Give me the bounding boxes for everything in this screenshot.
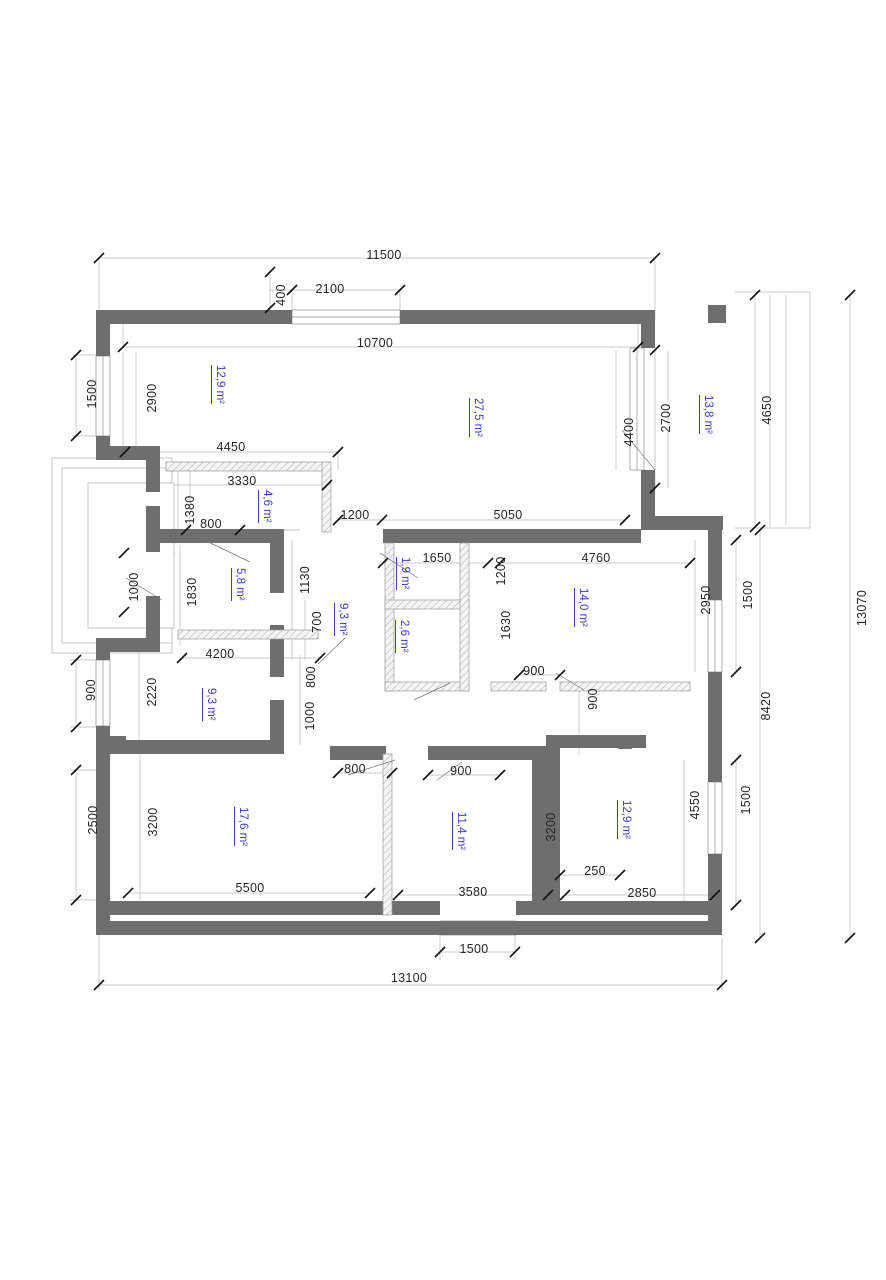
partition-walls — [165, 461, 691, 916]
dimension-label: 1830 — [185, 577, 199, 607]
door-leader-lines — [125, 429, 656, 781]
dimension-label: 800 — [304, 666, 318, 688]
room-area-label-great-room: 27,5 m² — [469, 398, 484, 437]
room-area-label-bedroom-small: 5,8 m² — [231, 568, 246, 601]
dimension-label: 4450 — [216, 440, 246, 454]
dimension-label: 1630 — [499, 610, 513, 640]
room-area-label-bedroom-se: 12,9 m² — [617, 800, 632, 839]
dimension-label: 1380 — [183, 495, 197, 525]
dimension-label: 1130 — [298, 565, 312, 595]
room-area-label-terrace: 13,8 m² — [699, 395, 714, 434]
dimension-label: 1000 — [303, 701, 317, 731]
dimension-label: 1500 — [741, 580, 755, 610]
dimension-label: 2220 — [145, 677, 159, 707]
dimension-label: 4650 — [760, 395, 774, 425]
dimension-label: 400 — [274, 284, 288, 306]
dimension-label: 2900 — [145, 383, 159, 413]
dimension-label: 900 — [84, 679, 98, 701]
dimension-label: 13070 — [855, 589, 869, 627]
dimension-label: 1200 — [340, 508, 370, 522]
dimension-label: 1200 — [494, 556, 508, 586]
dimension-label: 1500 — [739, 785, 753, 815]
dimension-label: 4760 — [581, 551, 611, 565]
dimension-label: 4400 — [622, 417, 636, 447]
dimension-label: 4200 — [205, 647, 235, 661]
room-area-label-hall-lower: 9,3 m² — [202, 688, 217, 721]
dimension-label: 4550 — [688, 790, 702, 820]
room-area-label-hall-upper: 9,3 m² — [334, 603, 349, 636]
dimension-label: 10700 — [356, 336, 394, 350]
room-area-label-wardrobe: 4,6 m² — [258, 490, 273, 523]
dimension-label: 700 — [310, 611, 324, 633]
room-area-label-bedroom-south: 11,4 m² — [452, 812, 467, 851]
dimension-label: 1000 — [127, 572, 141, 602]
room-area-label-bathroom: 2,6 m² — [395, 620, 410, 653]
room-area-label-bedroom-east: 14,0 m² — [574, 588, 589, 627]
dimension-label: 2700 — [659, 403, 673, 433]
dimension-label: 5500 — [235, 881, 265, 895]
dimension-label: 250 — [584, 864, 606, 878]
room-area-label-living-room: 17,6 m² — [234, 807, 249, 846]
dimension-lines — [70, 257, 851, 990]
room-area-label-wc: 1,9 m² — [396, 557, 411, 590]
dimension-label: 3200 — [146, 807, 160, 837]
window-openings — [95, 309, 723, 936]
dimension-label: 900 — [586, 688, 600, 710]
dimension-label: 2950 — [699, 585, 713, 615]
dimension-label: 3200 — [544, 812, 558, 842]
dimension-label: 3580 — [458, 885, 488, 899]
room-area-label-living-kitchen: 12,9 m² — [211, 365, 226, 404]
dimension-label: 5050 — [493, 508, 523, 522]
dimension-label: 3330 — [227, 474, 257, 488]
dimension-label: 8420 — [759, 691, 773, 721]
dimension-label: 1650 — [422, 551, 452, 565]
dimension-label: 2850 — [627, 886, 657, 900]
dimension-label: 11500 — [366, 248, 402, 262]
dimension-label: 900 — [523, 664, 545, 678]
dimension-label: 1500 — [459, 942, 489, 956]
dimension-label: 800 — [200, 517, 222, 531]
dimension-label: 1500 — [85, 379, 99, 409]
dimension-label: 2100 — [315, 282, 345, 296]
dimension-label: 13100 — [390, 971, 428, 985]
dimension-label: 800 — [344, 762, 366, 776]
dimension-label: 2500 — [86, 805, 100, 835]
dimension-label: 900 — [450, 764, 472, 778]
structural-walls — [96, 305, 726, 935]
